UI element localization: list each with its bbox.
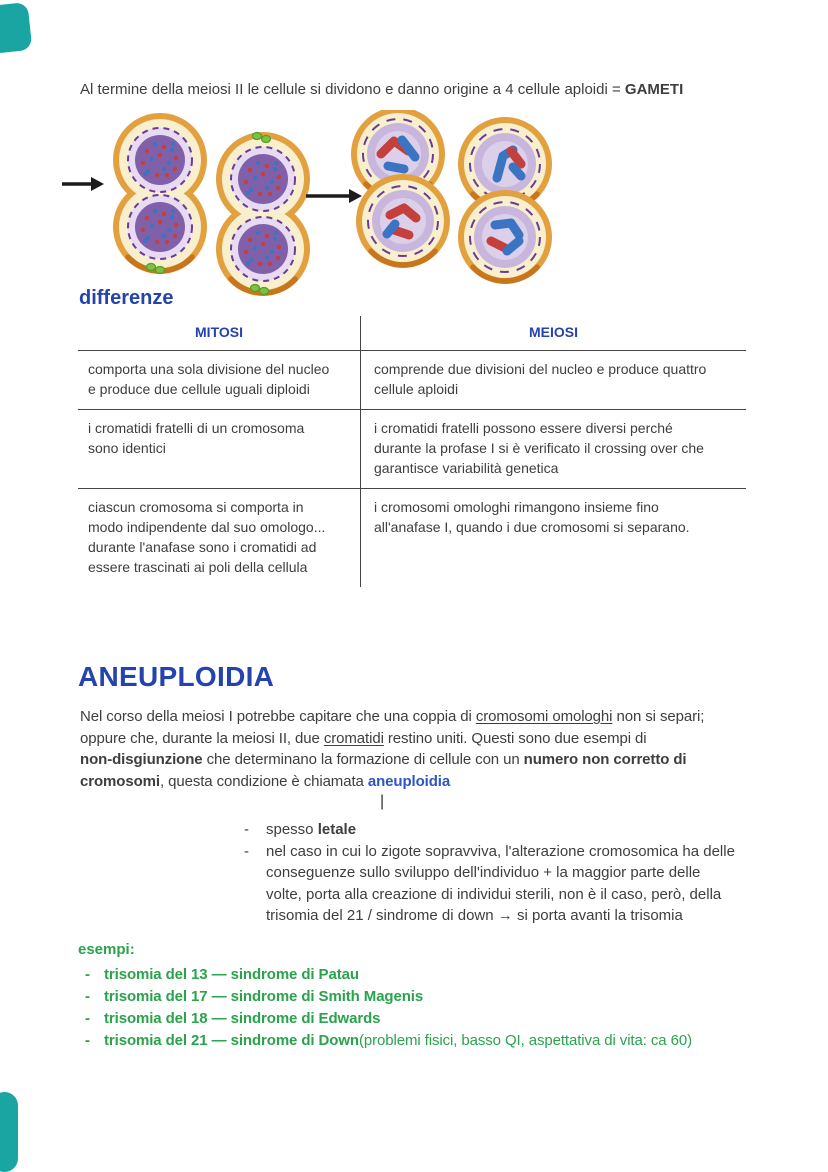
page-decoration-bottom-left [0, 1092, 18, 1172]
aneuploidia-paragraph: Nel corso della meiosi I potrebbe capita… [80, 706, 704, 792]
table-header-meiosi: MEIOSI [360, 316, 746, 350]
table-row: i cromatidi fratelli di un cromosoma son… [78, 410, 746, 489]
intro-sentence: Al termine della meiosi II le cellule si… [80, 79, 780, 100]
bullet-dash: - [85, 988, 90, 1005]
list-item-trisomia-17: -trisomia del 17 — sindrome di Smith Mag… [78, 986, 692, 1008]
table-cell-mitosi: i cromatidi fratelli di un cromosoma son… [88, 420, 305, 456]
list-item: - nel caso in cui lo zigote sopravviva, … [244, 841, 735, 927]
paragraph-line: Nel corso della meiosi I potrebbe capita… [80, 708, 705, 725]
table-header-mitosi: MITOSI [195, 324, 243, 340]
list-item-trisomia-21: -trisomia del 21 — sindrome di Down (pro… [78, 1030, 692, 1052]
haploid-cell-3 [356, 174, 450, 268]
haploid-cell-4 [458, 190, 552, 284]
table-cell-meiosi: i cromosomi omologhi rimangono insieme f… [360, 489, 746, 587]
underlined-term-cromatidi: cromatidi [323, 729, 384, 747]
esempi-heading: esempi: [78, 941, 135, 958]
highlighted-term-aneuploidia: aneuploidia [367, 772, 451, 790]
list-item-trisomia-13: -trisomia del 13 — sindrome di Patau [78, 964, 692, 986]
bullet-dash: - [244, 842, 249, 860]
section-heading-differenze: differenze [79, 287, 174, 309]
bullet-dash: - [85, 1032, 90, 1049]
meiosis-diagram [62, 110, 578, 296]
haploid-cell-1 [351, 110, 445, 201]
dividing-cell-pair-2 [216, 131, 310, 296]
page-decoration-top-left [0, 1, 33, 55]
table-header-row: MITOSI MEIOSI [78, 316, 746, 351]
esempi-section: esempi: -trisomia del 13 — sindrome di P… [78, 939, 692, 1052]
table-row: ciascun cromosoma si comporta in modo in… [78, 489, 746, 587]
haploid-cell-2 [458, 117, 552, 211]
table-row: comporta una sola divisione del nucleo e… [78, 351, 746, 410]
table-cell-meiosi: comprende due divisioni del nucleo e pro… [360, 351, 746, 409]
connector-line: | [380, 793, 385, 810]
bullet-dash: - [85, 966, 90, 983]
underlined-term-cromosomi-omologhi: cromosomi omologhi [475, 708, 613, 725]
dividing-cell-pair-1 [113, 113, 207, 275]
list-item-trisomia-18: -trisomia del 18 — sindrome di Edwards [78, 1008, 692, 1030]
intro-bold-gameti: GAMETI [624, 81, 684, 98]
aneuploidia-bullet-list: - spesso letale - nel caso in cui lo zig… [244, 819, 735, 927]
table-cell-mitosi: ciascun cromosoma si comporta in modo in… [88, 499, 326, 575]
bullet-dash: - [244, 821, 249, 838]
table-cell-meiosi: i cromatidi fratelli possono essere dive… [360, 410, 746, 488]
arrow-icon-right [306, 189, 362, 203]
arrow-icon-left [62, 177, 104, 191]
section-heading-aneuploidia: ANEUPLOIDIA [78, 661, 275, 692]
paragraph-line: cromosomi, questa condizione è chiamata … [80, 772, 451, 790]
mitosi-meiosi-table: MITOSI MEIOSI comporta una sola division… [78, 316, 746, 587]
paragraph-line: oppure che, durante la meiosi II, due cr… [80, 729, 647, 747]
table-cell-mitosi: comporta una sola divisione del nucleo e… [88, 361, 330, 397]
bullet-dash: - [85, 1010, 90, 1027]
list-item: - spesso letale [244, 819, 735, 841]
intro-text: Al termine della meiosi II le cellule si… [80, 81, 625, 98]
paragraph-line: non-disgiunzione che determinano la form… [80, 751, 687, 768]
